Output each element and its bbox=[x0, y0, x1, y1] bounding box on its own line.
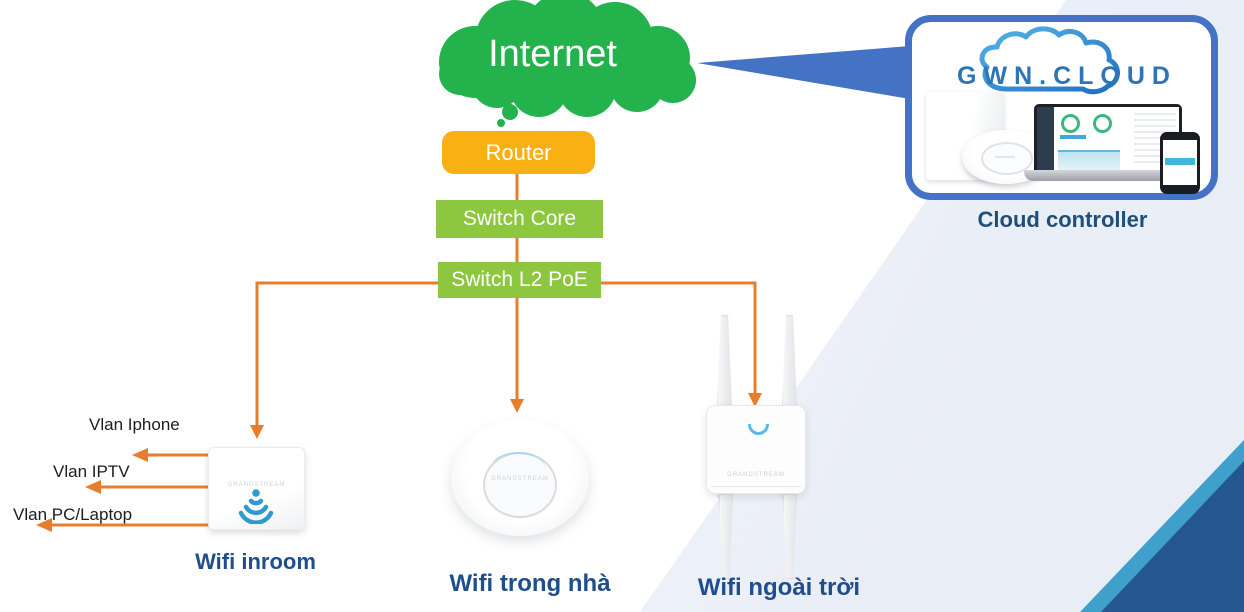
vlan-label-pc-laptop: Vlan PC/Laptop bbox=[13, 505, 133, 524]
phone-button-bar bbox=[1165, 158, 1195, 165]
switch-l2-poe-node: Switch L2 PoE bbox=[438, 262, 601, 298]
link-switchl2-wall-ap bbox=[255, 281, 438, 427]
outdoor-ap-body: GRANDSTREAM bbox=[706, 405, 806, 494]
corner-triangle-dark bbox=[1101, 461, 1244, 612]
wifi-icon bbox=[238, 489, 274, 524]
arrowhead-left-icon bbox=[36, 518, 52, 532]
grandstream-brand-text: GRANDSTREAM bbox=[727, 472, 785, 478]
switch-core-node: Switch Core bbox=[436, 200, 603, 238]
arrowhead-left-icon bbox=[85, 480, 101, 494]
laptop-product-image bbox=[1034, 104, 1182, 176]
arrowhead-left-icon bbox=[132, 448, 148, 462]
arrowhead-down-icon bbox=[250, 425, 264, 439]
vlan-label-iptv: Vlan IPTV bbox=[53, 462, 130, 481]
ceiling-ap-slot bbox=[995, 156, 1015, 158]
ceiling-ap-ring bbox=[483, 452, 557, 518]
device-label-wifi-indoor: Wifi trong nhà bbox=[449, 570, 611, 597]
internet-cloud-icon bbox=[439, 0, 696, 127]
device-label-wifi-outdoor: Wifi ngoài trời bbox=[697, 574, 861, 601]
gwn-cloud-logo-text: GWN.CLOUD bbox=[957, 62, 1177, 90]
dashboard-screen bbox=[1037, 107, 1179, 173]
dashboard-sidebar bbox=[1037, 107, 1054, 173]
dashboard-area-chart bbox=[1058, 150, 1120, 170]
cloud-controller-caption: Cloud controller bbox=[977, 207, 1148, 232]
internet-label: Internet bbox=[488, 33, 617, 75]
outdoor-ap-device: GRANDSTREAM bbox=[698, 315, 810, 579]
link-switchl2-outdoor-ap bbox=[601, 281, 757, 395]
indoor-ceiling-ap-device: GRANDSTREAM bbox=[451, 420, 589, 536]
antenna bbox=[783, 494, 797, 579]
arrowhead-down-icon bbox=[748, 393, 762, 407]
cloud-controller-callout: GWN.CLOUD bbox=[905, 15, 1218, 200]
vlan-label-iphone: Vlan Iphone bbox=[89, 415, 180, 434]
led-arc-icon bbox=[748, 424, 769, 435]
device-label-wifi-inroom: Wifi inroom bbox=[195, 549, 316, 574]
wall-ap-device: GRANDSTREAM bbox=[208, 447, 305, 530]
dashboard-donut-chart bbox=[1093, 114, 1112, 133]
antenna bbox=[717, 315, 732, 408]
grandstream-brand-text: GRANDSTREAM bbox=[491, 476, 549, 482]
ceiling-ap-led-arc bbox=[491, 452, 545, 468]
ceiling-ap-ring bbox=[981, 142, 1033, 175]
switch-l2-poe-label: Switch L2 PoE bbox=[451, 268, 588, 291]
laptop-base bbox=[1024, 170, 1186, 181]
router-node: Router bbox=[442, 131, 595, 174]
grandstream-brand-text: GRANDSTREAM bbox=[227, 482, 286, 488]
router-label: Router bbox=[485, 139, 552, 165]
gwn-cloud-logo-icon bbox=[979, 26, 1120, 95]
phone-product-image bbox=[1160, 132, 1200, 194]
dashboard-donut-chart bbox=[1061, 114, 1080, 133]
arrowhead-down-icon bbox=[510, 399, 524, 413]
antenna bbox=[782, 315, 797, 408]
callout-tail bbox=[697, 46, 910, 99]
antenna bbox=[719, 494, 733, 579]
switch-core-label: Switch Core bbox=[462, 207, 577, 230]
dashboard-bar bbox=[1060, 135, 1086, 139]
outdoor-ap-seam bbox=[711, 486, 801, 487]
